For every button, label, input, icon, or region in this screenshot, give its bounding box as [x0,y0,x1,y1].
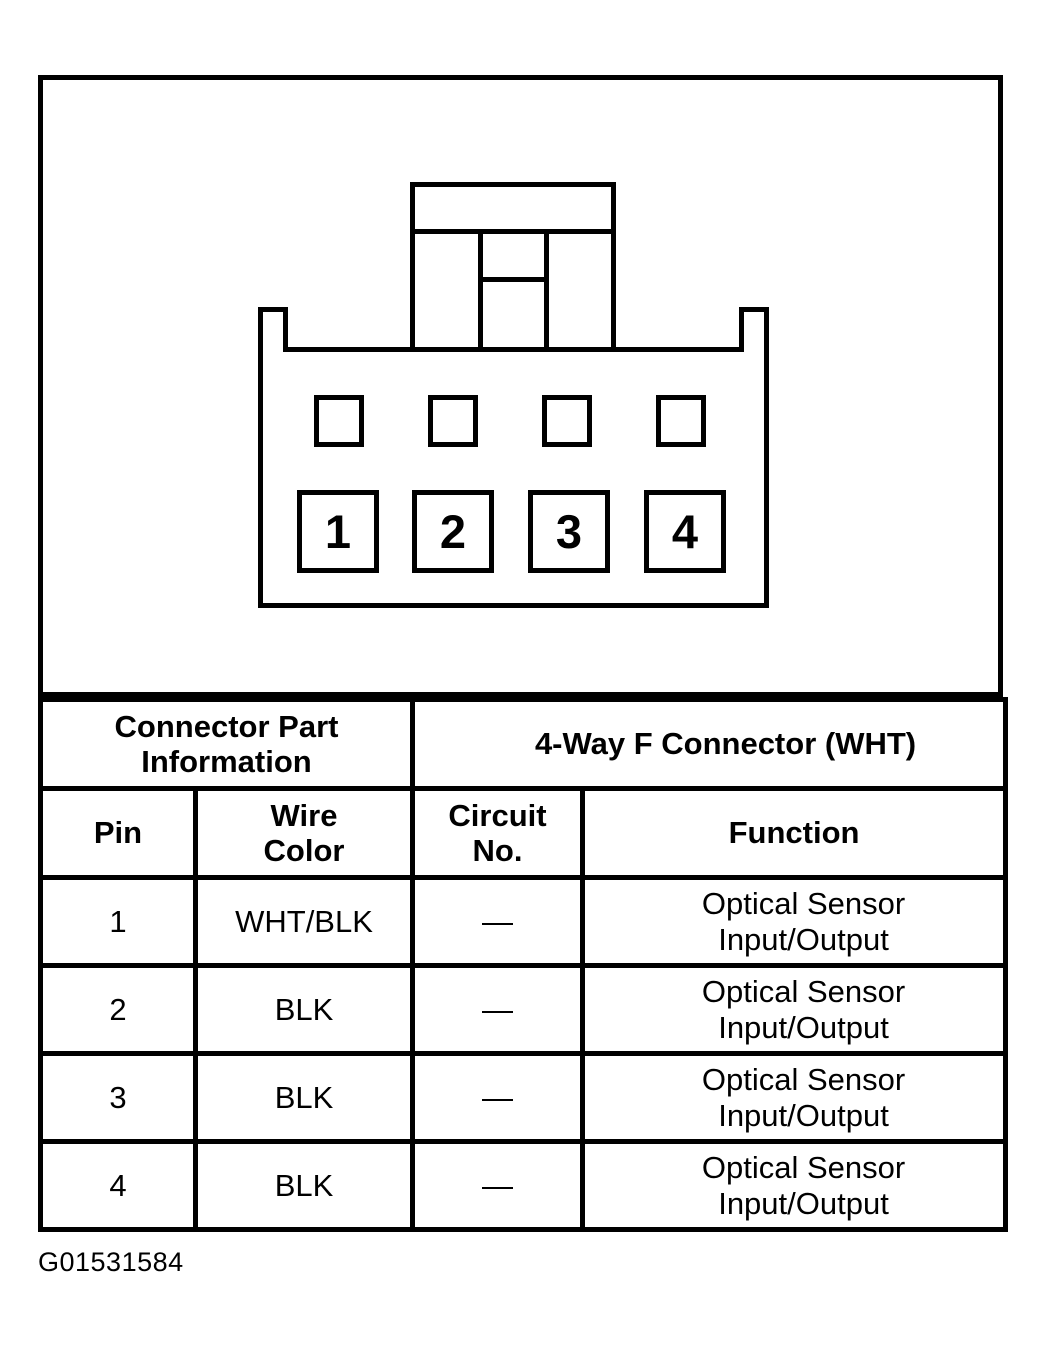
body-right-ear-inner-line [739,307,744,352]
body-bottom-line [258,603,769,608]
cavity-slot-4 [656,395,706,447]
terminal-slot-1: 1 [297,490,379,573]
col-header-wire-color: Wire Color [192,786,416,880]
table-title-row: Connector Part Information 4-Way F Conne… [37,697,1009,791]
table-row: 4 BLK — Optical Sensor Input/Output [38,1139,1009,1232]
cell-circuit-no: — [410,1139,586,1232]
latch-key-crossbar-line [478,277,549,282]
cavity-slot-2 [428,395,478,447]
cell-function: Optical Sensor Input/Output [580,875,1009,968]
body-left-side-line [258,307,263,608]
pin-number-4: 4 [671,505,699,558]
diagram-frame [38,75,1003,697]
terminal-slot-3: 3 [528,490,610,573]
cell-pin: 1 [38,875,198,968]
body-right-shoulder-line [611,347,744,352]
terminal-slot-4: 4 [644,490,726,573]
column-header-row: Pin Wire Color Circuit No. Function [38,786,1009,880]
pin-number-3: 3 [555,505,583,558]
terminal-slot-2: 2 [412,490,494,573]
body-left-shoulder-line [283,347,415,352]
pin-number-1: 1 [324,505,352,558]
table-row: 2 BLK — Optical Sensor Input/Output [38,963,1009,1056]
latch-key-right-line [544,229,549,352]
col-header-pin: Pin [38,786,198,880]
col-header-function: Function [580,786,1009,880]
latch-key-left-line [478,229,483,352]
cell-wire-color: WHT/BLK [192,875,416,968]
pin-number-2: 2 [439,505,467,558]
latch-divider-line [410,229,616,234]
cell-circuit-no: — [410,963,586,1056]
pinout-table: Connector Part Information 4-Way F Conne… [37,697,1009,1232]
cell-circuit-no: — [410,1051,586,1144]
body-right-side-line [764,307,769,608]
connector-name-header: 4-Way F Connector (WHT) [410,697,1009,791]
col-header-circuit-no: Circuit No. [410,786,586,880]
body-right-ear-top-line [739,307,769,312]
cavity-slot-3 [542,395,592,447]
cell-circuit-no: — [410,875,586,968]
cell-pin: 3 [38,1051,198,1144]
figure-id-caption: G01531584 [38,1247,184,1277]
cell-pin: 4 [38,1139,198,1232]
cavity-slot-1 [314,395,364,447]
cell-wire-color: BLK [192,1051,416,1144]
body-left-ear-inner-line [283,307,288,352]
cell-function: Optical Sensor Input/Output [580,963,1009,1056]
cell-wire-color: BLK [192,1139,416,1232]
cell-function: Optical Sensor Input/Output [580,1051,1009,1144]
table-row: 3 BLK — Optical Sensor Input/Output [38,1051,1009,1144]
cell-wire-color: BLK [192,963,416,1056]
connector-latch [410,182,616,352]
cell-pin: 2 [38,963,198,1056]
cell-function: Optical Sensor Input/Output [580,1139,1009,1232]
table-row: 1 WHT/BLK — Optical Sensor Input/Output [38,875,1009,968]
part-info-header: Connector Part Information [37,697,416,791]
body-left-ear-top-line [258,307,288,312]
